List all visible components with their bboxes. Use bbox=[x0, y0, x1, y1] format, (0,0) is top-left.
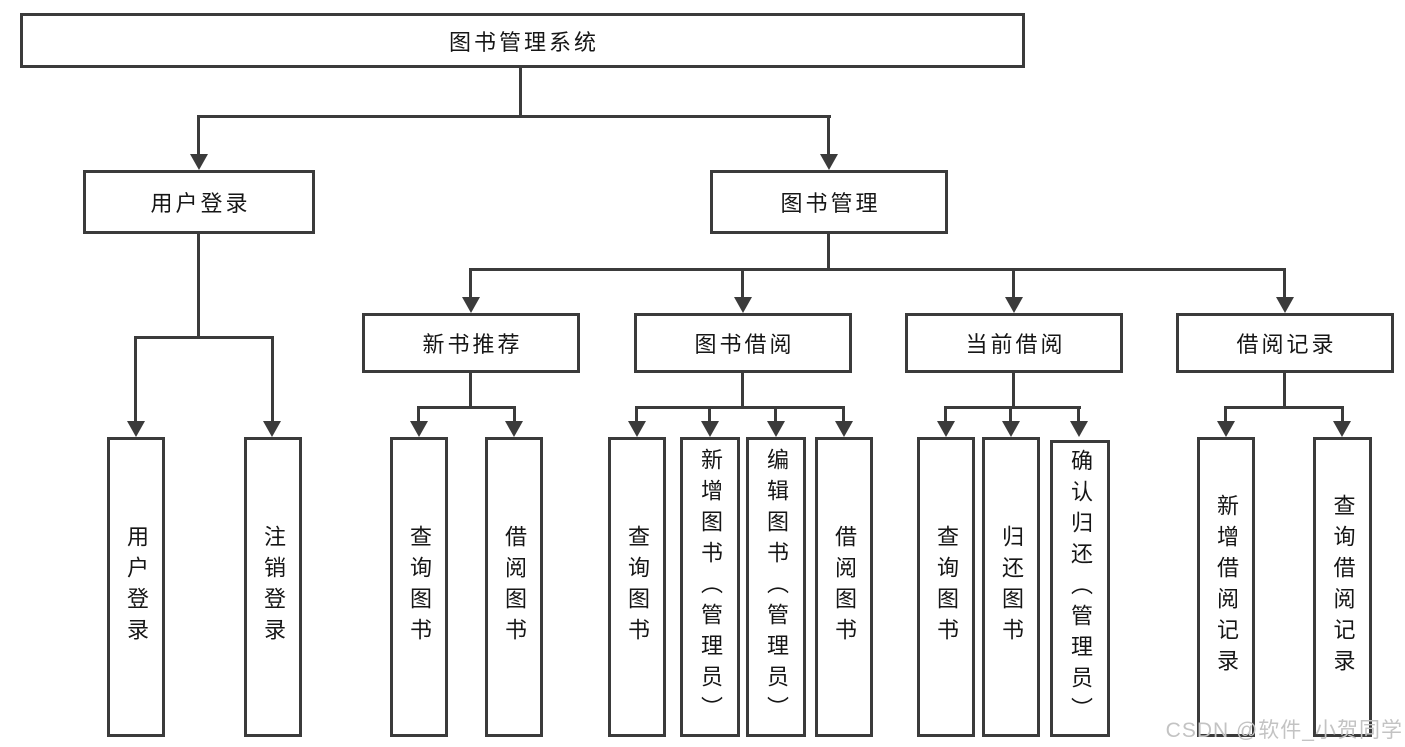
connector-line bbox=[519, 68, 522, 118]
connector-line bbox=[469, 271, 472, 299]
node-user-login: 用户登录 bbox=[83, 170, 315, 234]
leaf-query-books-borrow: 查询图书 bbox=[608, 437, 666, 737]
node-book-borrow-label: 图书借阅 bbox=[694, 332, 795, 357]
leaf-label: 确认归还（管理员） bbox=[1068, 449, 1093, 728]
connector-line bbox=[1224, 409, 1227, 423]
leaf-user-login: 用户登录 bbox=[107, 437, 165, 737]
connector-line bbox=[635, 406, 845, 409]
connector-line bbox=[827, 234, 830, 271]
connector-arrow bbox=[127, 421, 145, 437]
connector-line bbox=[1283, 271, 1286, 299]
connector-line bbox=[271, 339, 274, 423]
connector-arrow bbox=[820, 154, 838, 170]
leaf-label: 借阅图书 bbox=[832, 525, 857, 649]
leaf-label: 新增图书（管理员） bbox=[698, 447, 723, 727]
connector-line bbox=[944, 409, 947, 423]
connector-line bbox=[1077, 409, 1080, 423]
connector-line bbox=[197, 118, 200, 156]
leaf-label: 借阅图书 bbox=[502, 525, 527, 649]
connector-arrow bbox=[1333, 421, 1351, 437]
node-book-mgmt: 图书管理 bbox=[710, 170, 948, 234]
connector-line bbox=[1009, 409, 1012, 423]
connector-line bbox=[513, 409, 516, 423]
connector-arrow bbox=[410, 421, 428, 437]
leaf-query-borrow-record: 查询借阅记录 bbox=[1313, 437, 1372, 737]
node-new-book-label: 新书推荐 bbox=[422, 332, 523, 357]
node-book-mgmt-label: 图书管理 bbox=[780, 191, 881, 216]
connector-line bbox=[469, 373, 472, 409]
leaf-borrow-books: 借阅图书 bbox=[815, 437, 873, 737]
connector-arrow bbox=[767, 421, 785, 437]
connector-line bbox=[1341, 409, 1344, 423]
connector-arrow bbox=[505, 421, 523, 437]
connector-arrow bbox=[190, 154, 208, 170]
connector-arrow bbox=[701, 421, 719, 437]
connector-line bbox=[1012, 271, 1015, 299]
connector-arrow bbox=[1002, 421, 1020, 437]
connector-line bbox=[944, 406, 1081, 409]
connector-line bbox=[842, 409, 845, 423]
connector-arrow bbox=[937, 421, 955, 437]
leaf-label: 注销登录 bbox=[261, 525, 286, 649]
connector-line bbox=[417, 409, 420, 423]
leaf-query-books-newbook: 查询图书 bbox=[390, 437, 448, 737]
node-book-borrow: 图书借阅 bbox=[634, 313, 852, 373]
leaf-label: 新增借阅记录 bbox=[1214, 494, 1239, 680]
connector-line bbox=[774, 409, 777, 423]
connector-line bbox=[1283, 373, 1286, 409]
connector-line bbox=[1012, 373, 1015, 409]
leaf-return-books: 归还图书 bbox=[982, 437, 1040, 737]
leaf-add-borrow-record: 新增借阅记录 bbox=[1197, 437, 1255, 737]
connector-arrow bbox=[462, 297, 480, 313]
connector-line bbox=[417, 406, 516, 409]
connector-line bbox=[708, 409, 711, 423]
leaf-label: 编辑图书（管理员） bbox=[764, 447, 789, 727]
node-current-borrow-label: 当前借阅 bbox=[965, 332, 1066, 357]
connector-arrow bbox=[1217, 421, 1235, 437]
leaf-edit-books-admin: 编辑图书（管理员） bbox=[746, 437, 806, 737]
node-current-borrow: 当前借阅 bbox=[905, 313, 1123, 373]
connector-arrow bbox=[628, 421, 646, 437]
connector-arrow bbox=[1005, 297, 1023, 313]
connector-line bbox=[197, 115, 831, 118]
leaf-label: 查询图书 bbox=[407, 525, 432, 649]
leaf-label: 用户登录 bbox=[124, 525, 149, 649]
node-root: 图书管理系统 bbox=[20, 13, 1025, 68]
leaf-add-books-admin: 新增图书（管理员） bbox=[680, 437, 740, 737]
leaf-label: 查询借阅记录 bbox=[1330, 494, 1356, 680]
connector-line bbox=[197, 234, 200, 339]
connector-line bbox=[741, 373, 744, 409]
node-borrow-records-label: 借阅记录 bbox=[1236, 332, 1337, 357]
connector-line bbox=[134, 336, 274, 339]
connector-arrow bbox=[1070, 421, 1088, 437]
leaf-label: 查询图书 bbox=[625, 525, 650, 649]
leaf-query-books-current: 查询图书 bbox=[917, 437, 975, 737]
leaf-label: 归还图书 bbox=[999, 525, 1024, 649]
connector-arrow bbox=[1276, 297, 1294, 313]
connector-arrow bbox=[263, 421, 281, 437]
leaf-label: 查询图书 bbox=[934, 525, 959, 649]
leaf-logout: 注销登录 bbox=[244, 437, 302, 737]
connector-line bbox=[741, 271, 744, 299]
connector-line bbox=[1224, 406, 1344, 409]
node-new-book-recommend: 新书推荐 bbox=[362, 313, 580, 373]
node-borrow-records: 借阅记录 bbox=[1176, 313, 1394, 373]
connector-arrow bbox=[835, 421, 853, 437]
leaf-confirm-return-admin: 确认归还（管理员） bbox=[1050, 440, 1110, 737]
connector-line bbox=[635, 409, 638, 423]
leaf-borrow-books-newbook: 借阅图书 bbox=[485, 437, 543, 737]
connector-arrow bbox=[734, 297, 752, 313]
node-root-label: 图书管理系统 bbox=[448, 29, 599, 55]
connector-line bbox=[134, 339, 137, 423]
node-user-login-label: 用户登录 bbox=[150, 191, 251, 216]
connector-line bbox=[827, 118, 830, 156]
connector-line bbox=[469, 268, 1286, 271]
watermark: CSDN @软件_小贺同学 bbox=[1165, 719, 1403, 742]
